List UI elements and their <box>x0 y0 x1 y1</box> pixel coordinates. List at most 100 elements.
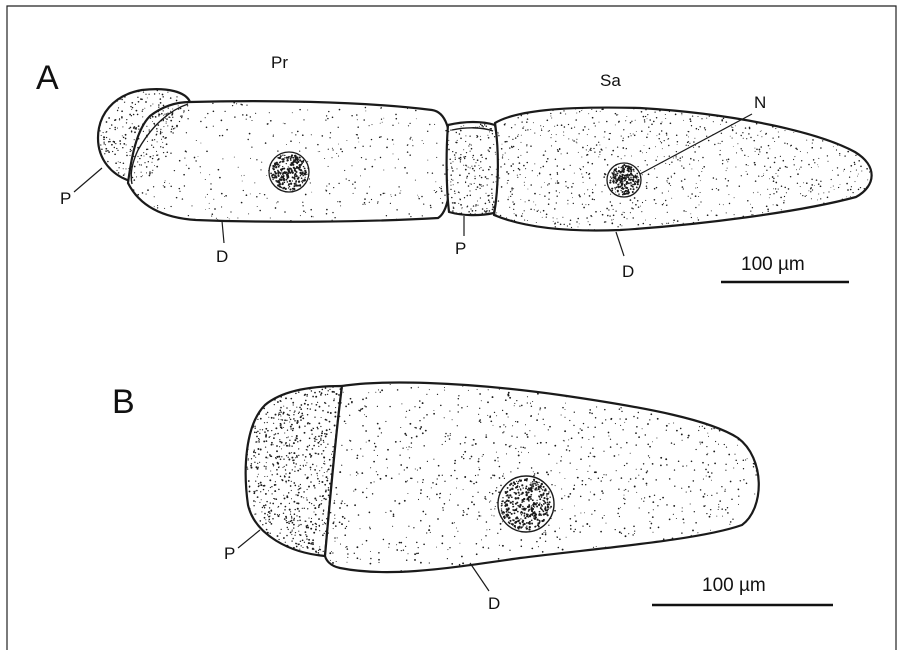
stipple-dot <box>160 146 161 147</box>
stipple-dot <box>164 137 165 138</box>
stipple-dot <box>520 539 522 541</box>
stipple-dot <box>370 145 371 146</box>
stipple-dot <box>620 447 621 448</box>
stipple-dot <box>704 127 706 128</box>
stipple-dot <box>497 457 498 458</box>
stipple-dot <box>262 507 263 508</box>
stipple-dot <box>458 411 459 412</box>
stipple-dot <box>161 113 163 115</box>
stipple-dot <box>282 413 284 415</box>
stipple-dot <box>531 467 532 468</box>
stipple-dot <box>610 446 612 448</box>
stipple-dot <box>570 219 572 221</box>
nucleus-dot <box>511 513 513 515</box>
nucleus-dot <box>501 503 503 505</box>
stipple-dot <box>324 553 325 554</box>
stipple-dot <box>259 462 260 463</box>
stipple-dot <box>159 93 160 94</box>
stipple-dot <box>277 150 278 151</box>
stipple-dot <box>338 144 339 145</box>
stipple-dot <box>640 170 641 171</box>
stipple-dot <box>596 111 597 112</box>
stipple-dot <box>442 202 444 204</box>
stipple-dot <box>299 468 300 469</box>
stipple-dot <box>262 429 263 430</box>
stipple-dot <box>249 486 251 488</box>
stipple-dot <box>303 101 304 102</box>
stipple-dot <box>186 132 187 133</box>
stipple-dot <box>312 539 314 541</box>
stipple-dot <box>143 92 144 93</box>
stipple-dot <box>677 159 678 160</box>
stipple-dot <box>114 127 115 128</box>
stipple-dot <box>137 156 138 157</box>
nucleus-dot <box>286 163 287 164</box>
nucleus-dot <box>526 525 527 526</box>
nucleus-dot <box>619 186 621 188</box>
nucleus-dot <box>536 500 537 501</box>
stipple-dot <box>487 415 488 416</box>
stipple-dot <box>171 112 172 113</box>
stipple-dot <box>400 427 401 428</box>
stipple-dot <box>273 134 274 135</box>
stipple-dot <box>652 501 654 503</box>
nucleus-dot <box>620 167 622 169</box>
stipple-dot <box>463 512 464 513</box>
stipple-dot <box>559 472 560 473</box>
nucleus-dot <box>529 515 531 517</box>
nucleus-dot <box>511 523 513 525</box>
stipple-dot <box>423 417 424 418</box>
stipple-dot <box>234 116 235 117</box>
nucleus-dot <box>295 181 297 183</box>
stipple-dot <box>310 182 311 183</box>
stipple-dot <box>457 531 458 532</box>
stipple-dot <box>649 446 651 448</box>
stipple-dot <box>277 462 279 464</box>
nucleus-dot <box>287 177 289 179</box>
stipple-dot <box>105 132 106 133</box>
stipple-dot <box>527 118 529 120</box>
stipple-dot <box>276 469 278 471</box>
nucleus-dot <box>547 502 549 504</box>
stipple-dot <box>157 141 158 142</box>
stipple-dot <box>643 223 645 225</box>
stipple-dot <box>728 454 730 456</box>
nucleus-dot <box>527 506 529 508</box>
nucleus-dot <box>532 504 534 506</box>
nucleus-dot <box>536 506 538 508</box>
stipple-dot <box>787 143 788 144</box>
nucleus-dot <box>637 183 639 185</box>
stipple-dot <box>477 201 478 202</box>
stipple-dot <box>316 500 317 501</box>
stipple-dot <box>321 453 322 454</box>
stipple-dot <box>291 424 293 426</box>
stipple-dot <box>605 174 607 176</box>
stipple-dot <box>805 196 806 197</box>
stipple-dot <box>287 430 288 431</box>
stipple-dot <box>689 143 690 144</box>
stipple-dot <box>380 123 381 124</box>
stipple-dot <box>299 516 301 518</box>
stipple-dot <box>357 557 359 559</box>
stipple-dot <box>611 479 612 480</box>
stipple-dot <box>630 122 632 124</box>
stipple-dot <box>649 148 651 150</box>
stipple-dot <box>487 178 488 179</box>
nucleus-dot <box>539 491 541 493</box>
stipple-dot <box>307 489 308 490</box>
stipple-dot <box>188 168 190 170</box>
stipple-dot <box>531 406 532 407</box>
nucleus-dot <box>636 181 638 183</box>
stipple-dot <box>277 201 278 202</box>
stipple-dot <box>509 207 510 208</box>
stipple-dot <box>398 159 399 160</box>
stipple-dot <box>297 470 299 472</box>
stipple-dot <box>254 419 256 421</box>
stipple-dot <box>706 136 707 137</box>
stipple-dot <box>312 448 314 450</box>
stipple-dot <box>164 208 165 209</box>
stipple-dot <box>145 101 147 103</box>
nucleus-dot <box>636 173 638 175</box>
stipple-dot <box>405 417 406 418</box>
stipple-dot <box>746 171 747 172</box>
